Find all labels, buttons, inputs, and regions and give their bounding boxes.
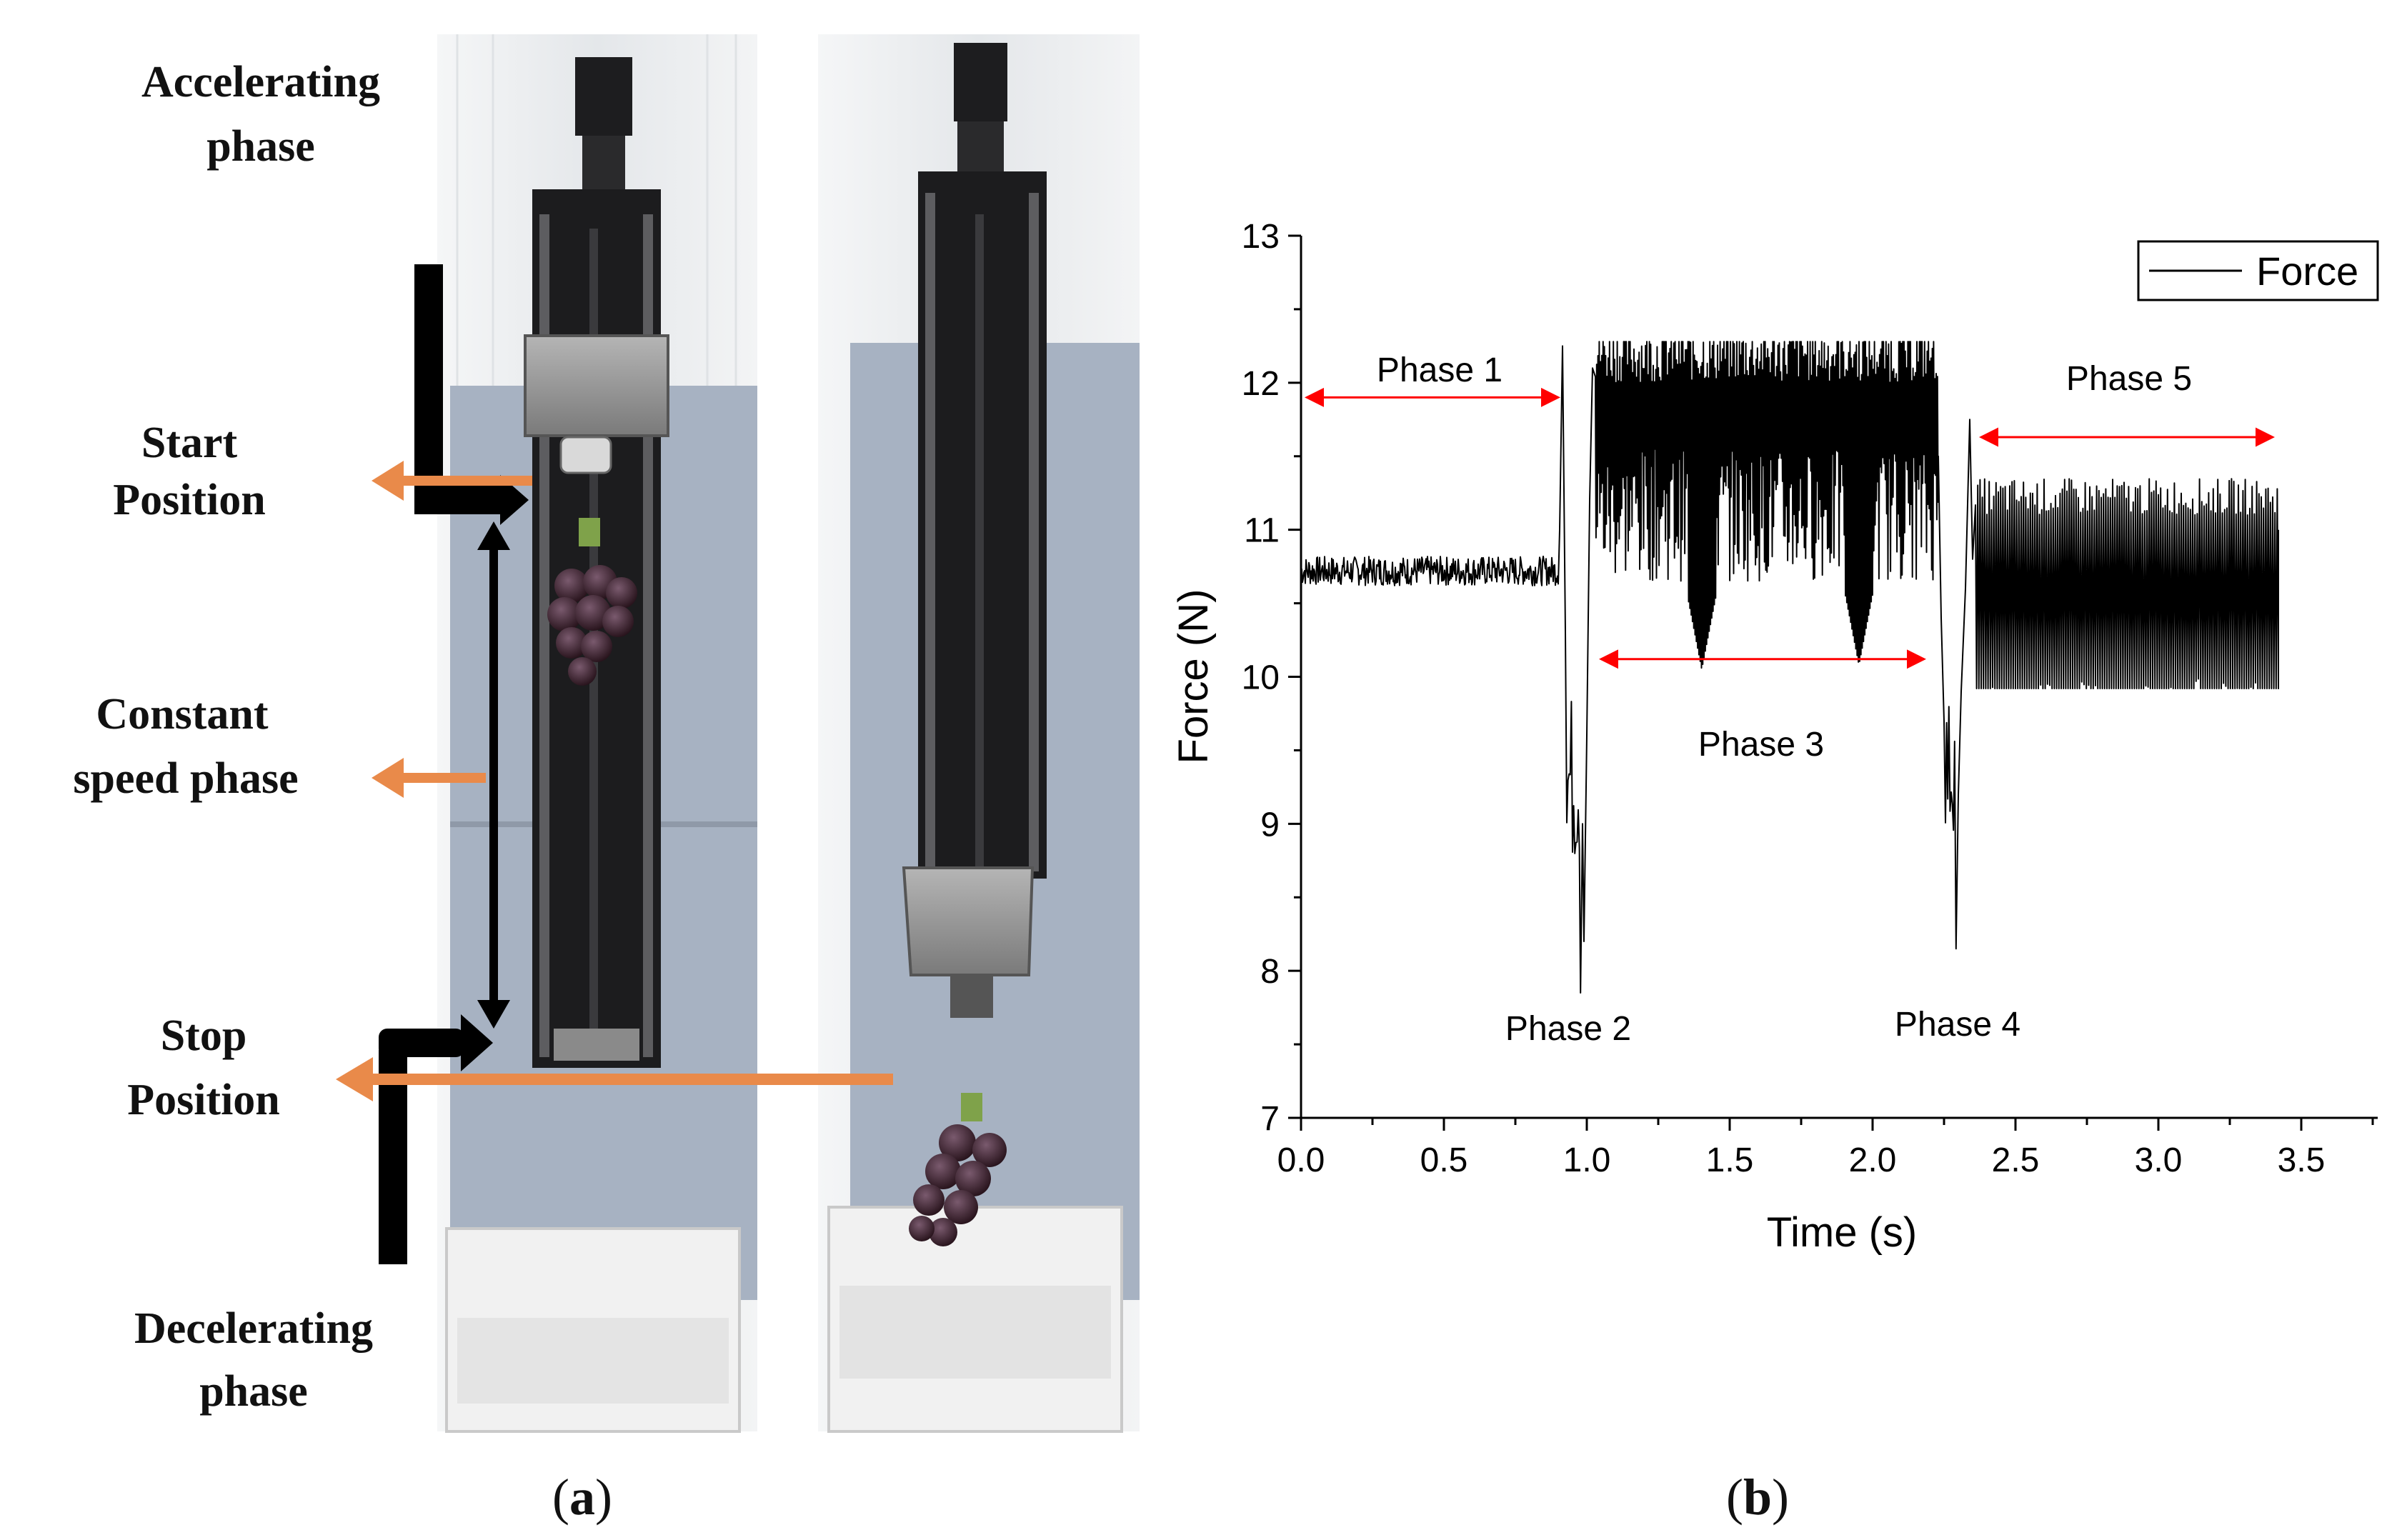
x-tick-label-7: 3.5 [2278, 1141, 2326, 1179]
label-decelerating-phase-1: Decelerating [134, 1304, 373, 1353]
tick-labels: 0.0 0.5 1.0 1.5 2.0 2.5 3.0 3.5 7 8 9 10 11 12 13 [1242, 218, 2326, 1179]
y-tick-label-2: 9 [1260, 806, 1280, 844]
grape-cluster-right [909, 1124, 1007, 1246]
annotation-phase-4: Phase 4 [1895, 1006, 2020, 1044]
label-start-position-1: Start [141, 419, 238, 467]
carriage [524, 334, 669, 437]
annotation-arrows [1305, 387, 2275, 669]
x-tick-label-2: 1.0 [1563, 1141, 1611, 1179]
label-accelerating-phase-1: Accelerating [141, 58, 380, 106]
x-tick-label-4: 2.0 [1849, 1141, 1897, 1179]
panel-a-photo: Accelerating phase Start Position Consta… [73, 34, 1140, 1526]
x-tick-label-3: 1.5 [1706, 1141, 1754, 1179]
y-tick-label-5: 12 [1242, 365, 1280, 403]
label-start-position-2: Position [113, 476, 266, 524]
label-accelerating-phase-2: phase [206, 122, 315, 171]
left-photo [437, 34, 757, 1433]
label-stop-position-1: Stop [161, 1011, 247, 1060]
panel-b-chart: 0.0 0.5 1.0 1.5 2.0 2.5 3.0 3.5 7 8 9 10 11 12 13 Phas… [1170, 218, 2379, 1526]
caption-b: (b) [1726, 1469, 1789, 1526]
orange-arrows [336, 461, 893, 1101]
carriage-right [902, 866, 1035, 976]
label-constant-speed-2: speed phase [73, 754, 298, 803]
black-arrows [379, 264, 529, 1264]
ticks [1288, 234, 2374, 1131]
label-constant-speed-1: Constant [96, 690, 269, 739]
annotation-phase-3: Phase 3 [1698, 726, 1824, 764]
y-axis-title: Force (N) [1170, 589, 1217, 764]
annotation-phase-5: Phase 5 [2066, 360, 2192, 398]
right-photo [818, 34, 1140, 1433]
caption-a: (a) [552, 1469, 612, 1526]
annotation-phase-2: Phase 2 [1505, 1010, 1631, 1048]
legend-label-force: Force [2256, 249, 2358, 294]
x-tick-label-5: 2.5 [1992, 1141, 2040, 1179]
label-decelerating-phase-2: phase [199, 1367, 308, 1416]
x-tick-label-6: 3.0 [2135, 1141, 2183, 1179]
legend: Force [2137, 240, 2379, 301]
x-tick-label-1: 0.5 [1420, 1141, 1468, 1179]
annotation-phase-1: Phase 1 [1377, 351, 1502, 389]
label-stop-position-2: Position [127, 1076, 280, 1124]
force-series-line [1300, 341, 2279, 994]
y-tick-label-3: 10 [1242, 659, 1280, 697]
y-tick-label-6: 13 [1242, 218, 1280, 256]
motor [575, 57, 632, 136]
x-axis-title: Time (s) [1767, 1209, 1917, 1256]
y-tick-label-1: 8 [1260, 953, 1280, 991]
y-tick-label-0: 7 [1260, 1100, 1280, 1138]
y-tick-label-4: 11 [1244, 512, 1280, 550]
x-tick-label-0: 0.0 [1277, 1141, 1325, 1179]
grape-cluster [547, 565, 637, 686]
